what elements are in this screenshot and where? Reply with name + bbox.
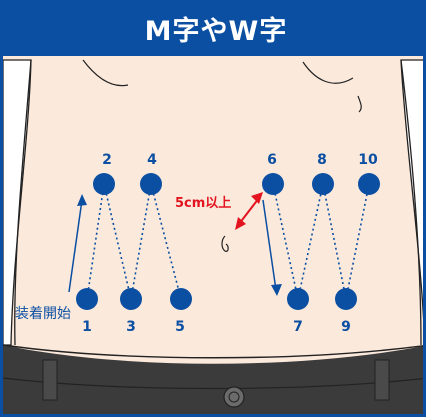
distance-label: 5cm以上	[175, 196, 231, 211]
sensor-number-1: 1	[82, 319, 92, 335]
sensor-number-6: 6	[267, 152, 277, 168]
sensor-number-5: 5	[175, 319, 185, 335]
sensor-number-2: 2	[102, 152, 112, 168]
sensor-number-10: 10	[358, 152, 378, 168]
sensor-dot-9	[335, 288, 357, 310]
sensor-dot-5	[170, 288, 192, 310]
sensor-number-8: 8	[317, 152, 327, 168]
sensor-dot-8	[312, 173, 334, 195]
belt-loop-left	[43, 360, 57, 400]
sensor-dot-3	[120, 288, 142, 310]
belt-loop-right	[375, 360, 389, 400]
sensor-dot-4	[140, 173, 162, 195]
sensor-number-3: 3	[126, 319, 136, 335]
header-bar: M字やW字	[3, 0, 426, 56]
sensor-number-9: 9	[341, 319, 351, 335]
sensor-dot-10	[358, 173, 380, 195]
sensor-dot-2	[93, 173, 115, 195]
abdomen-diagram: 1 2 3 4 5 6 7 8 9 10 装着開始 5cm以上	[3, 0, 426, 417]
page-title: M字やW字	[145, 9, 288, 48]
sensor-dot-7	[287, 288, 309, 310]
sensor-number-4: 4	[147, 152, 157, 168]
start-label: 装着開始	[15, 306, 71, 322]
sensor-dot-6	[262, 173, 284, 195]
sensor-dot-1	[76, 288, 98, 310]
sensor-number-7: 7	[293, 319, 303, 335]
trouser-button	[224, 387, 244, 407]
